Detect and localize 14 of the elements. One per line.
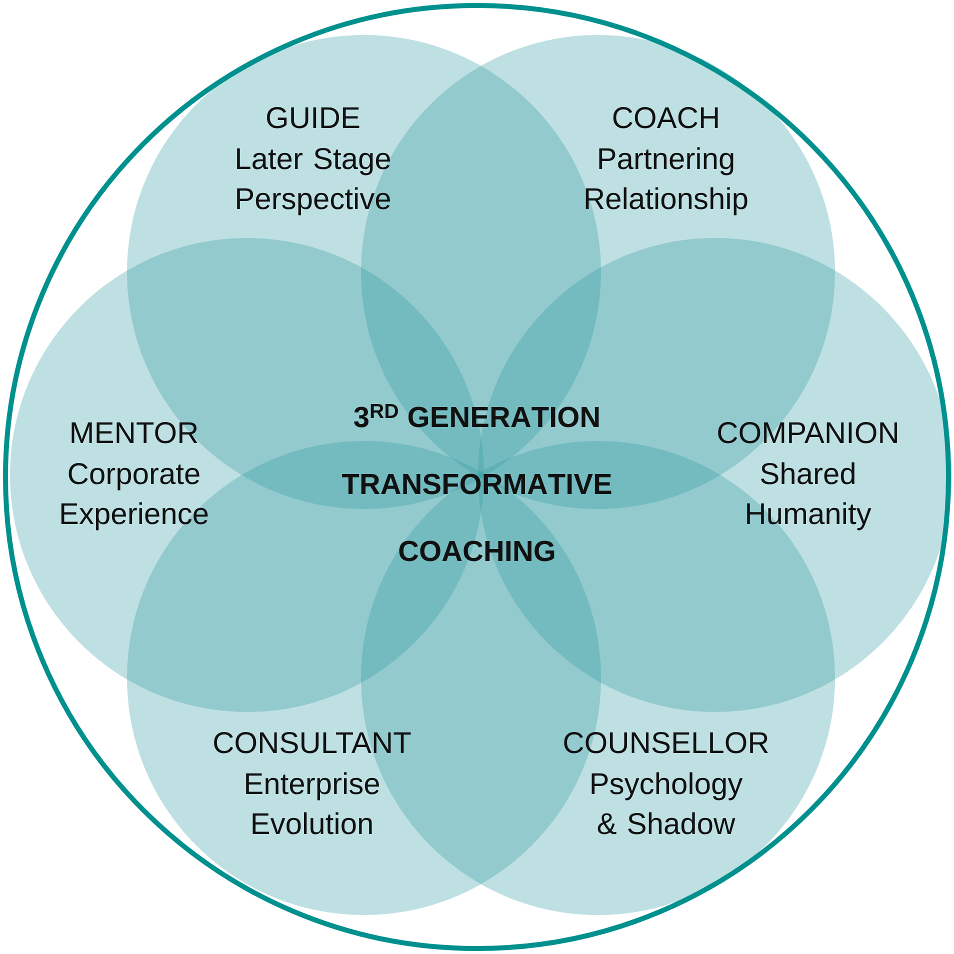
role-description: Later Stage Perspective [237,148,390,216]
role-description: Psychology & Shadow [592,772,743,834]
role-title: CONSULTANT [214,732,411,754]
role-title: COMPANION [718,422,897,444]
role-title: COACH [613,107,718,128]
role-description: Enterprise Evolution [246,772,380,834]
center-label: $\mathrm{3}^{\mathrm{RD}}\ \mathrm{GENERATION}\ \mathrm{TRANSFORMATIVE}\ \mathrm{COACHING}$ [342,404,612,562]
outer-circle [3,3,951,951]
role-title: GUIDE [267,107,360,128]
role-description: Partnering Relationship [586,147,748,216]
role-title: COUNSELLOR [564,732,768,754]
role-description: Corporate Experience [61,463,208,530]
role-title: MENTOR [72,422,198,444]
role-description: Shared Humanity [747,462,872,530]
